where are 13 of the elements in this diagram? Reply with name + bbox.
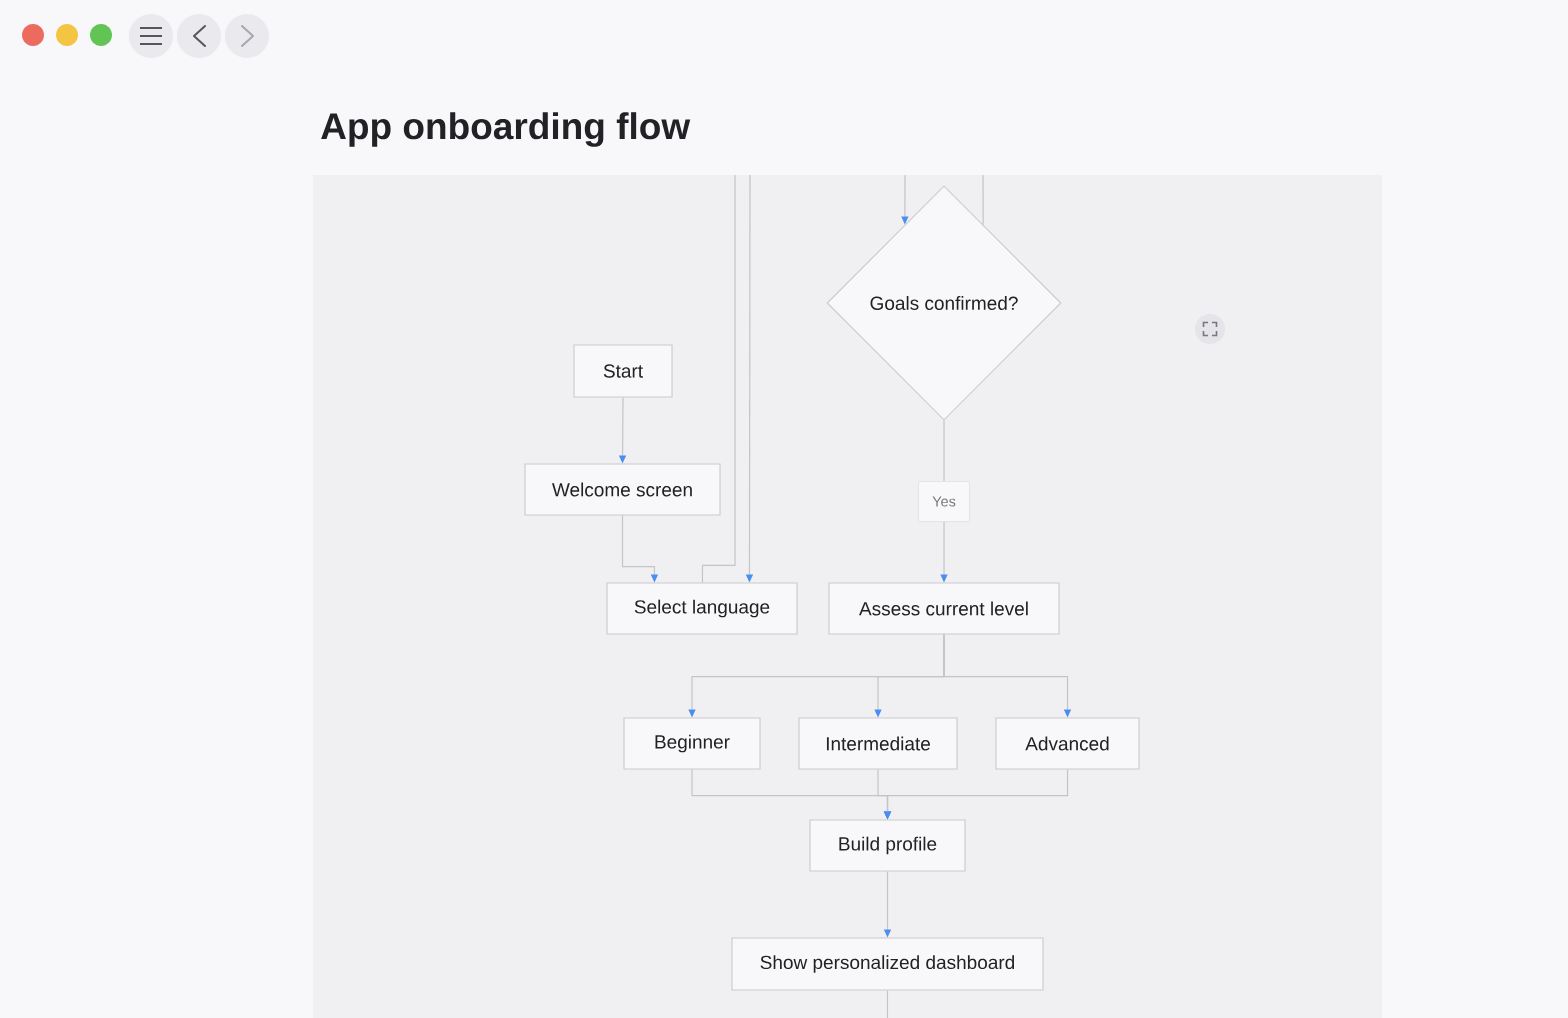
process-box: Start	[573, 344, 673, 398]
process-box: Assess current level	[828, 582, 1060, 635]
process-box: Beginner	[623, 717, 761, 770]
connector-line	[886, 989, 889, 1018]
connector-line	[701, 174, 736, 584]
title: App onboarding flow	[321, 112, 691, 147]
process-box: Show personalized dashboard	[731, 937, 1044, 991]
process-box: Intermediate	[798, 717, 958, 770]
process-box: Select language	[606, 582, 798, 635]
process-box: Welcome screen	[524, 463, 721, 516]
process-box: Build profile	[809, 819, 966, 872]
edge-label: Yes	[918, 481, 970, 522]
process-box: Advanced	[995, 717, 1140, 770]
